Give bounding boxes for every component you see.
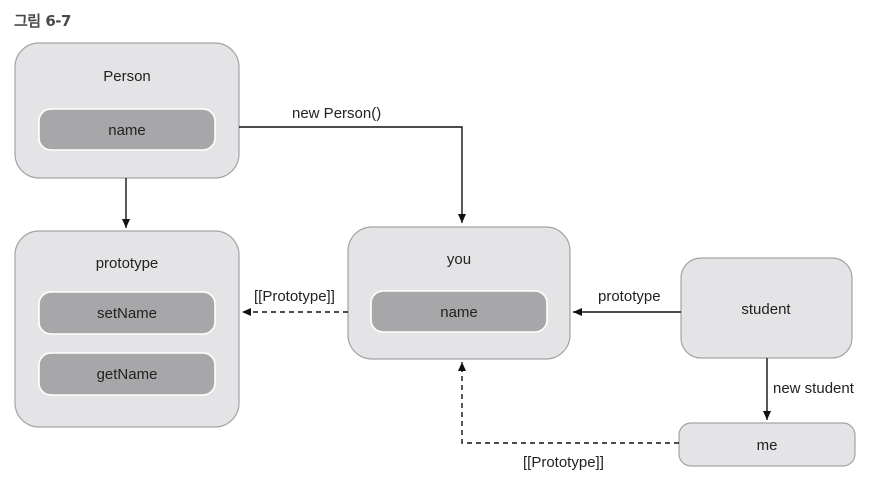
me-title: me	[757, 437, 778, 454]
you-member-name-label: name	[440, 304, 478, 321]
edge-you-to-prototype-label: [[Prototype]]	[254, 288, 335, 305]
edge-me-to-you-label: [[Prototype]]	[523, 454, 604, 471]
person-member-name-label: name	[108, 122, 146, 139]
prototype-title: prototype	[96, 255, 159, 272]
figure-caption: 그림 6-7	[14, 12, 71, 30]
edge-person-to-you-label: new Person()	[292, 105, 381, 122]
edge-me-to-you	[458, 362, 679, 444]
prototype-member-getname-label: getName	[97, 366, 158, 383]
prototype-node: prototype setName getName	[14, 230, 240, 428]
person-title: Person	[103, 68, 151, 85]
prototype-member-setname: setName	[38, 291, 216, 335]
edge-student-to-me-label: new student	[773, 380, 855, 397]
student-title: student	[741, 301, 791, 318]
prototype-member-getname: getName	[38, 352, 216, 396]
prototype-member-setname-label: setName	[97, 305, 157, 322]
student-node: student	[680, 257, 853, 359]
edge-student-to-you-label: prototype	[598, 288, 661, 305]
person-member-name: name	[38, 108, 216, 151]
edge-person-to-you	[239, 126, 466, 223]
you-node: you name	[347, 226, 571, 360]
person-node: Person name	[14, 42, 240, 179]
you-member-name: name	[370, 290, 548, 333]
you-title: you	[447, 251, 471, 268]
me-node: me	[678, 422, 856, 467]
